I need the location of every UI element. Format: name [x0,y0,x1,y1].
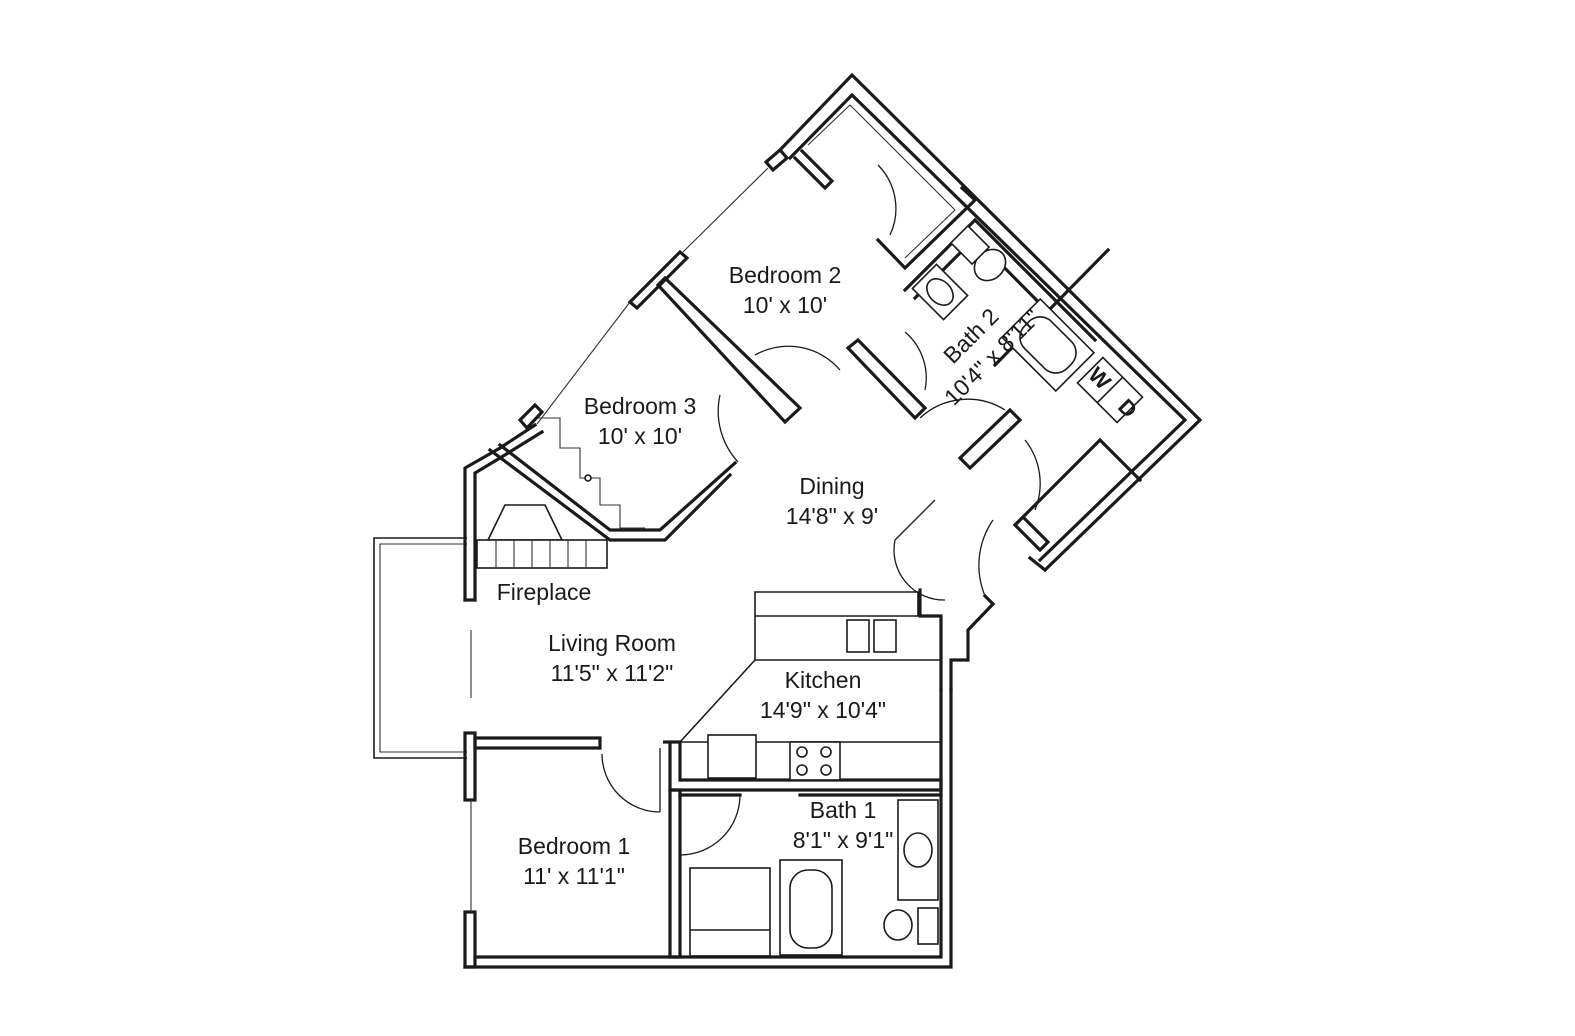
room-labels: Bedroom 2 10' x 10' Bath 2 10'4" x 8'11"… [497,262,1046,889]
living-size: 11'5" x 11'2" [551,660,674,686]
fireplace-name: Fireplace [497,579,592,605]
bedroom1-size: 11' x 11'1" [523,863,625,889]
bedroom3-size: 10' x 10' [598,423,682,449]
dining-name: Dining [799,473,864,499]
door-swings [601,164,1041,856]
interior-walls [473,104,1144,959]
bedroom2-name: Bedroom 2 [729,262,842,288]
exterior-walls [463,72,1203,969]
kitchen-size: 14'9" x 10'4" [760,697,886,723]
bath1-size: 8'1" x 9'1" [793,827,894,853]
dining-size: 14'8" x 9' [786,503,878,529]
bedroom1-name: Bedroom 1 [518,833,631,859]
bath1-name: Bath 1 [810,797,877,823]
kitchen-name: Kitchen [785,667,862,693]
fireplace [476,504,608,569]
living-name: Living Room [548,630,676,656]
bedroom3-name: Bedroom 3 [584,393,697,419]
bedroom2-size: 10' x 10' [743,292,827,318]
closet-steps [538,417,645,529]
balcony [373,537,472,759]
